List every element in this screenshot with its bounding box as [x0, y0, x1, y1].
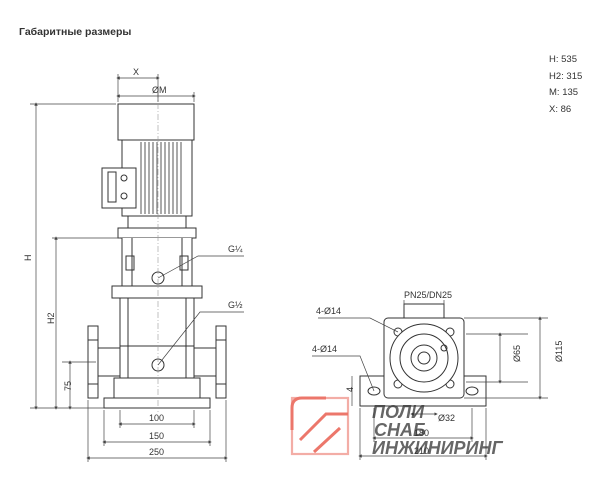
front-dimensions: [30, 74, 244, 462]
bolt-holes-base-label: 4-Ø14: [312, 344, 337, 354]
flange-standard-label: PN25/DN25: [404, 290, 452, 300]
dim-100-label: 100: [149, 413, 164, 423]
spec-h: H: 535: [549, 54, 577, 65]
dim-h-label: H: [23, 255, 33, 262]
watermark-line-2: СНАБ: [374, 420, 426, 440]
dim-32-label: Ø32: [438, 413, 455, 423]
dim-m-label: ØM: [152, 85, 167, 95]
spec-x: X: 86: [549, 103, 572, 115]
dim-65-label: Ø65: [512, 345, 522, 362]
bolt-holes-flange-label: 4-Ø14: [316, 306, 341, 316]
dim-210-label: 210: [414, 446, 429, 456]
dim-150-label: 150: [149, 431, 164, 441]
pump-plan-view: [359, 303, 487, 407]
dim-250-label: 250: [149, 447, 164, 457]
plan-dimensions: [312, 300, 548, 460]
g-quarter-label: G¼: [228, 244, 243, 254]
dim-115-label: Ø115: [554, 341, 564, 362]
pump-front-view: [87, 103, 227, 409]
spec-list: H: 535 H2: 315 M: 135 X: 86: [549, 52, 582, 118]
dim-75-label: 75: [63, 381, 73, 391]
watermark-line-1: ПОЛИ: [372, 402, 425, 422]
spec-m: M: 135: [549, 87, 579, 98]
dim-180-label: 180: [414, 428, 429, 438]
g-half-label: G½: [228, 300, 243, 310]
dim-4-label: 4: [345, 387, 355, 392]
spec-h2: H2: 315: [549, 70, 583, 82]
dim-h2-label: H2: [46, 312, 56, 324]
page-title: Габаритные размеры: [19, 26, 132, 38]
dim-x-label: X: [133, 67, 139, 77]
watermark-line-3: ИНЖИНИРИНГ: [372, 438, 503, 458]
watermark-logo: ПОЛИ СНАБ ИНЖИНИРИНГ: [290, 396, 503, 458]
